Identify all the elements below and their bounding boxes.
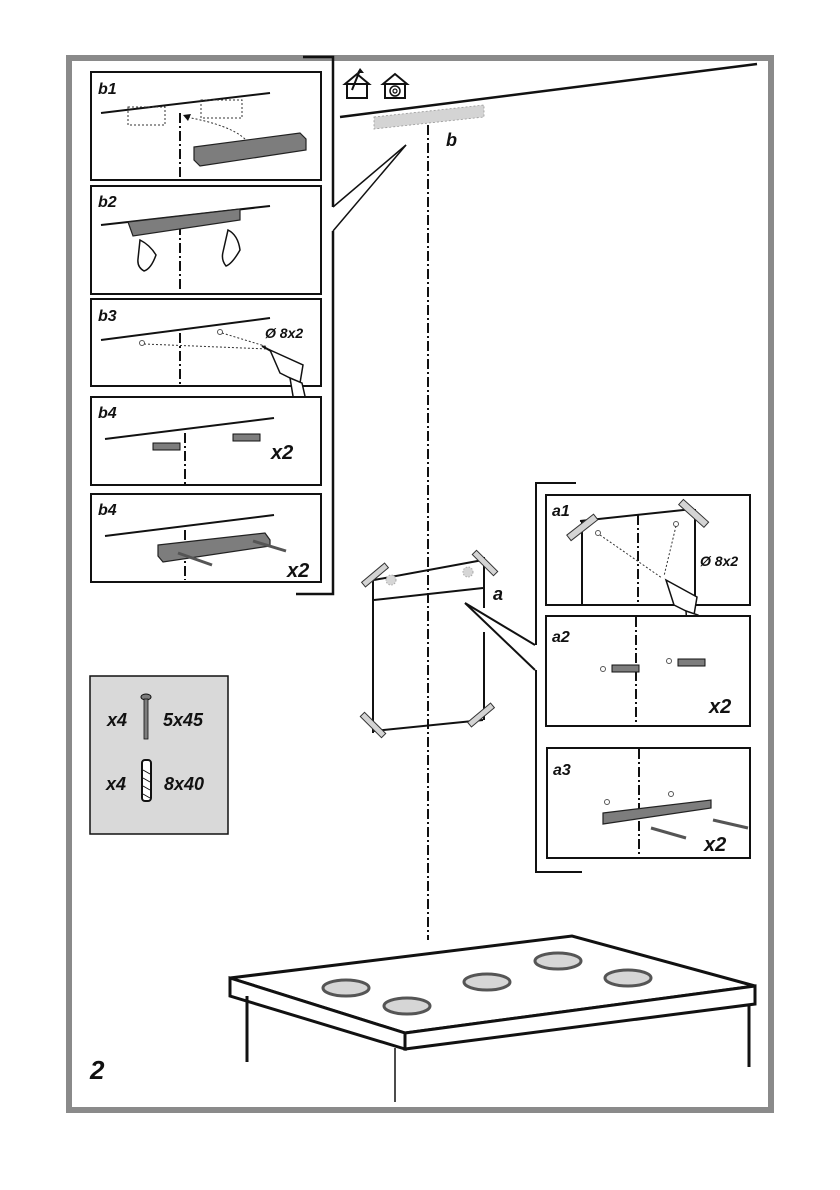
wall-plug [611,664,640,673]
burner [603,968,653,988]
qty-label: x2 [286,560,309,582]
bracket [193,132,307,167]
qty-label: x2 [708,696,731,718]
parts-plug-qty: x4 [105,774,126,794]
ceiling-bracket-zone [373,104,485,130]
b-group-bracket [303,55,335,207]
burner [321,978,371,998]
panel-b1: b1 [90,71,322,181]
panel-a3: a3 x2 [546,747,751,859]
label-b: b [446,130,457,150]
panel-a2: a2 x2 [545,615,751,727]
wall-plug [677,658,706,667]
b-group-bracket [296,231,335,596]
screw [712,818,749,830]
a-group-bracket [535,670,582,873]
burner [382,996,432,1016]
panel-label: b3 [98,308,117,325]
panel-b4-screws: b4 x2 [90,493,322,583]
wall-plug-icon [141,759,152,802]
screw [650,826,687,840]
callout-a-line [464,602,536,646]
screw-icon [140,693,152,740]
ceiling-line [339,62,758,119]
panel-label: b4 [98,405,117,422]
panel-label: a1 [552,503,570,520]
recirculation-icon [380,72,410,99]
parts-plug-size: 8x40 [164,774,204,794]
panel-b3: b3 Ø 8x2 [90,298,322,409]
burner [462,972,512,992]
callout-a-line [464,602,536,671]
callout-b-line [332,144,407,208]
wall-plug [152,442,181,451]
hand-icon [221,228,241,267]
drill-spec: Ø 8x2 [700,553,738,569]
wall-plate-template [359,549,499,739]
burner [533,951,583,971]
hob [228,934,757,1102]
qty-label: x2 [270,442,293,464]
parts-box: x4 5x45 x4 8x40 [89,675,229,835]
panel-label: b4 [98,502,117,519]
label-a: a [493,584,503,604]
panel-label: a2 [552,629,570,646]
callout-b-line [332,144,407,232]
wall-plug [232,433,261,442]
qty-label: x2 [703,834,726,856]
parts-screw-qty: x4 [106,710,127,730]
a-group-bracket [535,482,576,645]
screw [252,539,287,553]
panel-b2: b2 [90,185,322,295]
parts-screw-size: 5x45 [163,710,204,730]
panel-b4-plugs: b4 x2 [90,396,322,486]
screw [177,551,213,567]
step-number: 2 [89,1055,105,1085]
ducted-exhaust-icon [342,68,372,99]
panel-a1: a1 Ø 8x2 [545,494,751,641]
panel-label: b1 [98,81,117,98]
drill-spec: Ø 8x2 [265,325,303,341]
bracket [602,799,712,825]
hand-icon [137,238,157,272]
panel-label: a3 [553,762,571,779]
bracket [127,208,241,237]
panel-label: b2 [98,194,117,211]
